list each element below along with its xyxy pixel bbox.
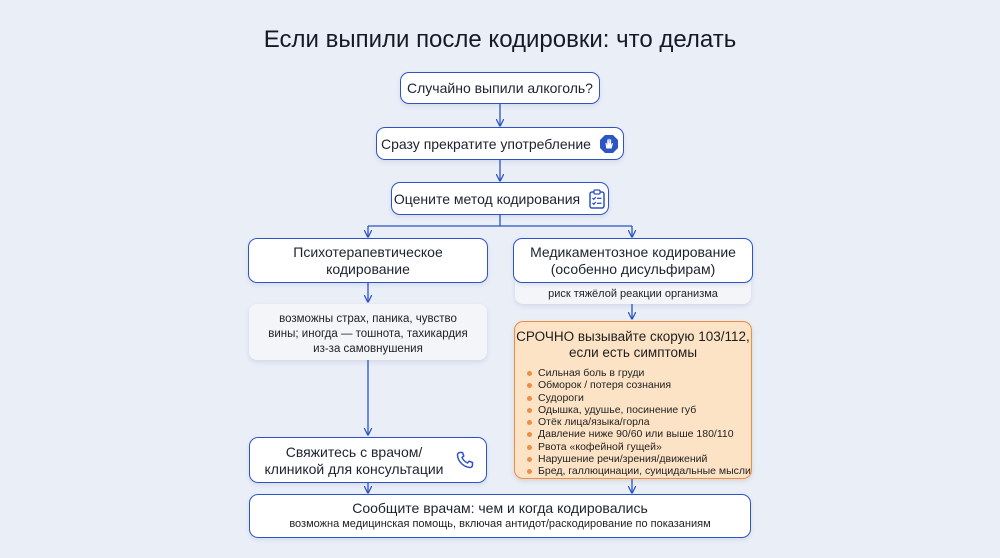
contact-node: Свяжитесь с врачом/клиникой для консульт… (249, 437, 487, 483)
symptom-list: Сильная боль в груди Обморок / потеря со… (515, 367, 751, 478)
psycho-note: возможны страх, паника, чувство вины; ин… (249, 304, 487, 360)
psycho-node: Психотерапевтическое кодирование (248, 238, 488, 283)
stop-node-label: Сразу прекратите употребление (381, 135, 591, 152)
assess-node-label: Оцените метод кодирования (393, 190, 581, 207)
medical-node-label: Медикаментозное кодирование (особенно ди… (530, 243, 736, 277)
symptom-item: Отёк лица/языка/горла (527, 416, 751, 428)
stop-node: Сразу прекратите употребление (376, 127, 624, 160)
tell-doctor-subtitle: возможна медицинская помощь, включая ант… (289, 518, 711, 530)
tell-doctor-title: Сообщите врачам: чем и когда кодировалис… (352, 500, 648, 516)
start-node-label: Случайно выпили алкоголь? (407, 80, 593, 96)
symptom-item: Обморок / потеря сознания (527, 379, 751, 391)
symptom-item: Нарушение речи/зрения/движений (527, 453, 751, 465)
symptom-item: Судороги (527, 392, 751, 404)
urgent-box: СРОЧНО вызывайте скорую 103/112, если ес… (514, 321, 752, 479)
phone-icon (456, 451, 474, 469)
medical-node: Медикаментозное кодирование (особенно ди… (513, 238, 753, 283)
symptom-item: Сильная боль в груди (527, 367, 751, 379)
tell-doctor-node: Сообщите врачам: чем и когда кодировалис… (249, 494, 751, 538)
contact-node-label: Свяжитесь с врачом/клиникой для консульт… (264, 444, 444, 477)
psycho-note-text: возможны страх, паника, чувство вины; ин… (268, 313, 468, 355)
start-node: Случайно выпили алкоголь? (400, 72, 600, 104)
symptom-item: Рвота «кофейной гущей» (527, 441, 751, 453)
urgent-title: СРОЧНО вызывайте скорую 103/112, если ес… (516, 329, 750, 360)
clipboard-check-icon (588, 188, 606, 209)
stop-hand-icon (599, 134, 619, 154)
medical-note-text: риск тяжёлой реакции организма (548, 288, 718, 300)
symptom-item: Одышка, удушье, посинение губ (527, 404, 751, 416)
assess-node: Оцените метод кодирования (391, 182, 609, 215)
page-title: Если выпили после кодировки: что делать (263, 26, 737, 53)
medical-note: риск тяжёлой реакции организма (515, 280, 751, 304)
symptom-item: Давление ниже 90/60 или выше 180/110 (527, 428, 751, 440)
symptom-item: Бред, галлюцинации, суицидальные мысли (527, 465, 751, 477)
psycho-node-label: Психотерапевтическое кодирование (293, 243, 443, 277)
